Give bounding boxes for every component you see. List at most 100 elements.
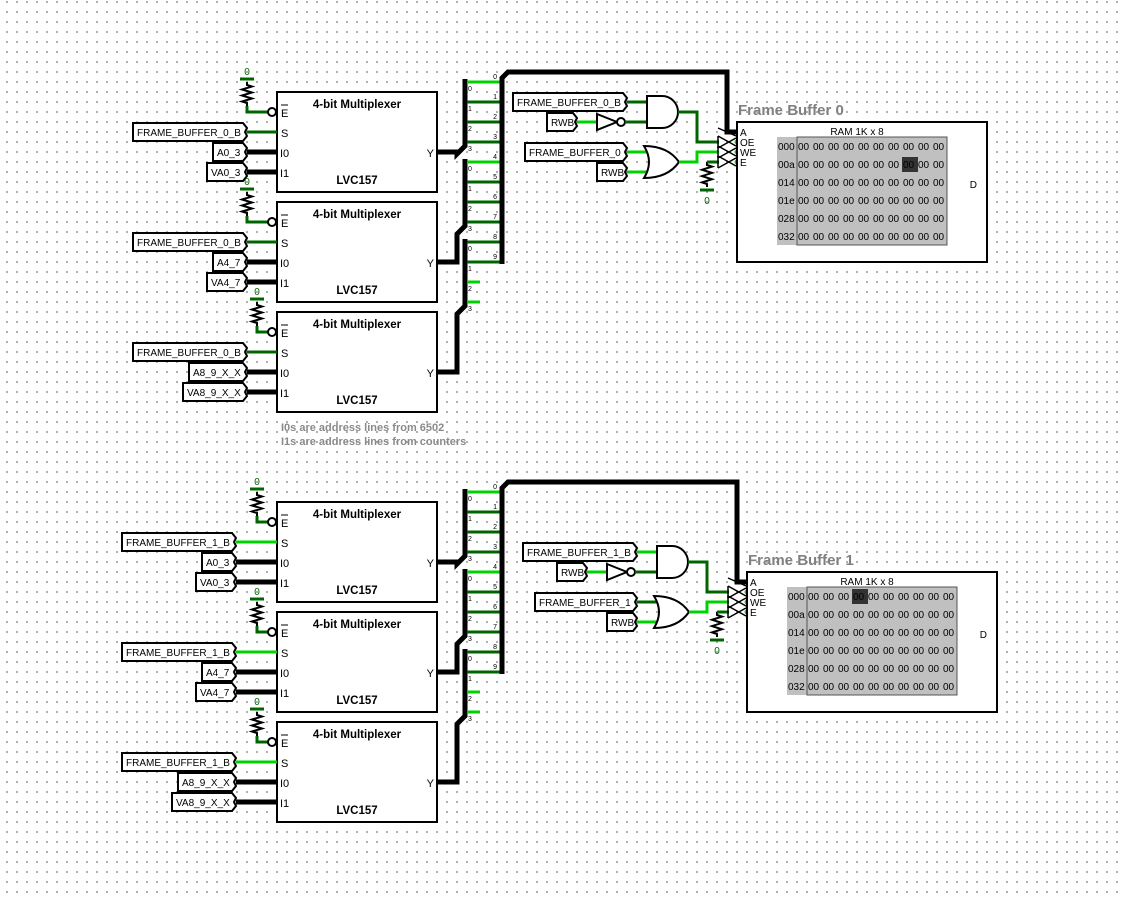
tunnel-tag[interactable] (188, 362, 249, 382)
ram-address: 00a (788, 610, 805, 621)
and-gate[interactable] (646, 95, 679, 129)
we-wire[interactable] (679, 150, 719, 164)
ram-cell: 00 (928, 664, 940, 675)
multiplexer-2[interactable]: 4-bit MultiplexerLVC157ESI0I1Y0FRAME_BUF… (132, 239, 500, 413)
tunnel-tag[interactable] (171, 792, 238, 812)
mux-body[interactable] (276, 311, 438, 413)
ram-address: 00a (778, 160, 795, 171)
mux-body[interactable] (276, 721, 438, 823)
enable-wire[interactable] (255, 326, 268, 334)
tunnel-tag[interactable] (132, 342, 249, 362)
pull-resistor[interactable]: 0 (238, 177, 256, 216)
tunnel-tag[interactable] (177, 772, 238, 792)
pin-label-select: S (281, 348, 288, 360)
mux-title: 4-bit Multiplexer (313, 619, 402, 631)
oe-wire[interactable] (688, 560, 729, 594)
tunnel-tag[interactable] (121, 532, 238, 552)
ram-cell: 00 (883, 664, 895, 675)
splitter-bus[interactable] (437, 159, 468, 265)
ram-cell: 00 (943, 664, 955, 675)
resistor-zigzag (238, 192, 256, 216)
ram-cell: 00 (808, 610, 820, 621)
splitter-bus[interactable] (437, 569, 468, 675)
splitter-bus[interactable] (437, 649, 468, 785)
mux-body[interactable] (276, 91, 438, 193)
mux-body[interactable] (276, 501, 438, 603)
tunnel-label: FRAME_BUFFER_0 (529, 148, 621, 159)
multiplexer-2[interactable]: 4-bit MultiplexerLVC157ESI0I1Y0FRAME_BUF… (121, 649, 500, 823)
tunnel-label: A0_3 (217, 148, 241, 159)
splitter-bit-label: 3 (468, 556, 472, 563)
tunnel-tag[interactable] (195, 682, 238, 702)
tunnel-tag[interactable] (596, 162, 629, 182)
mux-title: 4-bit Multiplexer (313, 209, 402, 221)
multiplexer-1[interactable]: 4-bit MultiplexerLVC157ESI0I1Y0FRAME_BUF… (132, 159, 500, 303)
multiplexer-1[interactable]: 4-bit MultiplexerLVC157ESI0I1Y0FRAME_BUF… (121, 569, 500, 713)
tunnel-tag[interactable] (212, 252, 249, 272)
enable-wire[interactable] (255, 516, 268, 524)
enable-wire[interactable] (255, 626, 268, 634)
multiplexer-0[interactable]: 4-bit MultiplexerLVC157ESI0I1Y0FRAME_BUF… (132, 67, 500, 193)
tunnel-tag[interactable] (606, 612, 639, 632)
pull-resistor[interactable]: 0 (698, 162, 716, 207)
ram-cell: 00 (913, 682, 925, 693)
splitter-bus[interactable] (437, 239, 468, 375)
pull-resistor[interactable]: 0 (248, 477, 266, 516)
ram-cell: 00 (843, 142, 855, 153)
or-gate[interactable] (642, 144, 681, 180)
tunnel-label: FRAME_BUFFER_1_B (527, 548, 631, 559)
multiplexer-0[interactable]: 4-bit MultiplexerLVC157ESI0I1Y0FRAME_BUF… (121, 477, 500, 603)
bus-bit-label: 8 (493, 234, 497, 241)
mux-body[interactable] (276, 201, 438, 303)
tunnel-tag[interactable] (212, 142, 249, 162)
or-gate[interactable] (652, 594, 691, 630)
frame-buffer-block-0: 4-bit MultiplexerLVC157ESI0I1Y0FRAME_BUF… (132, 67, 988, 413)
pull-resistor[interactable]: 0 (248, 287, 266, 326)
enable-wire[interactable] (255, 736, 268, 744)
oe-wire[interactable] (678, 110, 719, 144)
enable-wire[interactable] (245, 106, 268, 114)
splitter-bus[interactable] (437, 79, 468, 161)
ram-data-grid[interactable] (796, 136, 948, 246)
splitter-bit-label: 0 (468, 86, 472, 93)
ram-cell: 00 (798, 160, 810, 171)
enable-wire[interactable] (245, 216, 268, 224)
pull-resistor[interactable]: 0 (248, 697, 266, 736)
mux-body[interactable] (276, 611, 438, 713)
tunnel-tag[interactable] (132, 122, 249, 142)
not-gate[interactable] (606, 562, 630, 582)
tunnel-tag[interactable] (512, 92, 629, 112)
ram-cell: 00 (918, 232, 930, 243)
tunnel-tag[interactable] (121, 642, 238, 662)
splitter-bus[interactable] (437, 489, 468, 571)
address-bus[interactable] (499, 479, 747, 674)
tunnel-tag[interactable] (206, 162, 249, 182)
tunnel-tag[interactable] (182, 382, 249, 402)
tunnel-tag[interactable] (546, 112, 579, 132)
tunnel-tag[interactable] (201, 662, 238, 682)
tunnel-tag[interactable] (132, 232, 249, 252)
and-gate[interactable] (656, 545, 689, 579)
not-gate[interactable] (596, 112, 620, 132)
tunnel-tag[interactable] (121, 752, 238, 772)
splitter-bit-label: 3 (468, 636, 472, 643)
pin-label-enable: E (281, 108, 288, 120)
pull-resistor[interactable]: 0 (248, 587, 266, 626)
ram-cell: 00 (873, 214, 885, 225)
tunnel-tag[interactable] (534, 592, 639, 612)
ram-data-grid[interactable] (806, 586, 958, 696)
pull-resistor[interactable]: 0 (708, 612, 726, 657)
tunnel-tag[interactable] (556, 562, 589, 582)
pull-resistor[interactable]: 0 (238, 67, 256, 106)
tunnel-tag[interactable] (201, 552, 238, 572)
bus-bit-label: 0 (493, 74, 497, 81)
we-wire[interactable] (689, 600, 729, 614)
tunnel-tag[interactable] (524, 142, 629, 162)
tunnel-tag[interactable] (522, 542, 639, 562)
ram-cell: 00 (838, 646, 850, 657)
tunnel-tag[interactable] (206, 272, 249, 292)
tunnel-tag[interactable] (195, 572, 238, 592)
